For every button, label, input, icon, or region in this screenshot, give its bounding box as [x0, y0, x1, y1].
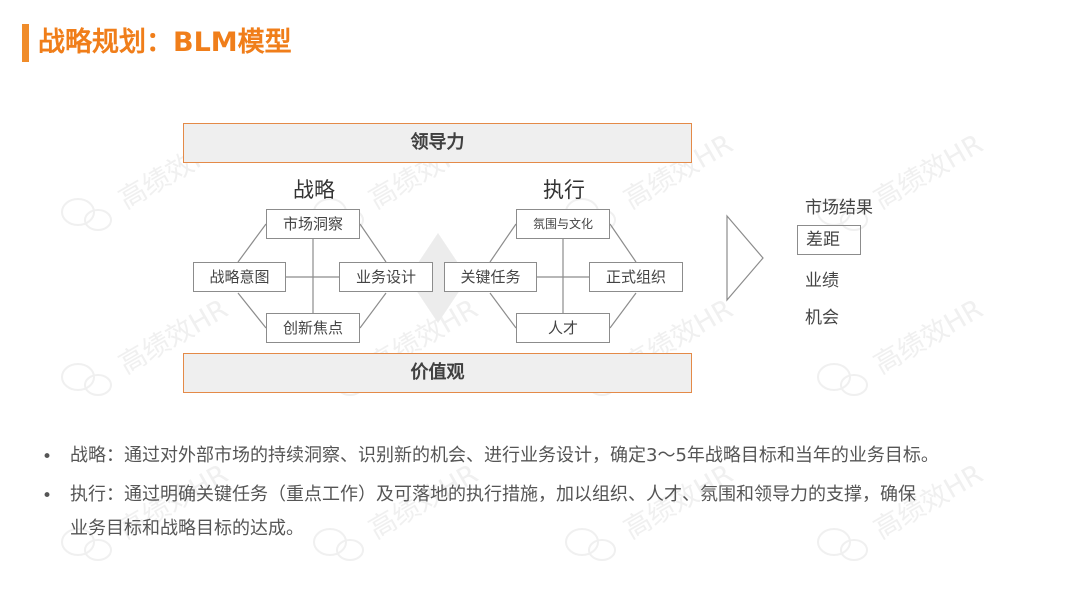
execution-connector: [609, 292, 637, 329]
result-gap: 差距: [797, 225, 861, 255]
node-climate-culture: 氛围与文化: [516, 209, 610, 239]
strategy-title: 战略: [293, 178, 335, 202]
execution-connector: [609, 223, 637, 263]
node-innovation-focus: 创新焦点: [266, 313, 360, 343]
title-accent-bar: [22, 24, 29, 62]
node-talent: 人才: [516, 313, 610, 343]
page-title: 战略规划：BLM模型: [38, 27, 292, 58]
bullet-execution-text-line2: 业务目标和战略目标的达成。: [70, 518, 304, 539]
execution-connector: [489, 223, 517, 263]
bullet-execution-text-line1: 执行：通过明确关键任务（重点工作）及可落地的执行措施，加以组织、人才、氛围和领导…: [70, 484, 916, 505]
node-formal-organization: 正式组织: [589, 262, 683, 292]
values-band: 价值观: [183, 353, 692, 393]
node-market-insight: 市场洞察: [266, 209, 360, 239]
bullet-strategy-text: 战略：通过对外部市场的持续洞察、识别新的机会、进行业务设计，确定3～5年战略目标…: [70, 445, 939, 466]
center-diamond: [408, 233, 468, 323]
execution-title: 执行: [543, 178, 585, 202]
strategy-connector: [237, 292, 267, 329]
strategy-connector: [237, 223, 267, 263]
result-opportunity: 机会: [805, 308, 839, 328]
node-strategic-intent: 战略意图: [193, 262, 286, 292]
bullet-dot: •: [42, 486, 53, 506]
leadership-band: 领导力: [183, 123, 692, 163]
execution-connector: [489, 292, 517, 329]
node-critical-tasks: 关键任务: [444, 262, 537, 292]
result-arrow-icon: [726, 214, 764, 302]
bullet-dot: •: [42, 447, 53, 467]
result-performance: 业绩: [805, 271, 839, 291]
result-market-results: 市场结果: [805, 198, 873, 218]
strategy-connector: [359, 292, 387, 329]
node-business-design: 业务设计: [339, 262, 433, 292]
strategy-connector: [359, 223, 387, 263]
